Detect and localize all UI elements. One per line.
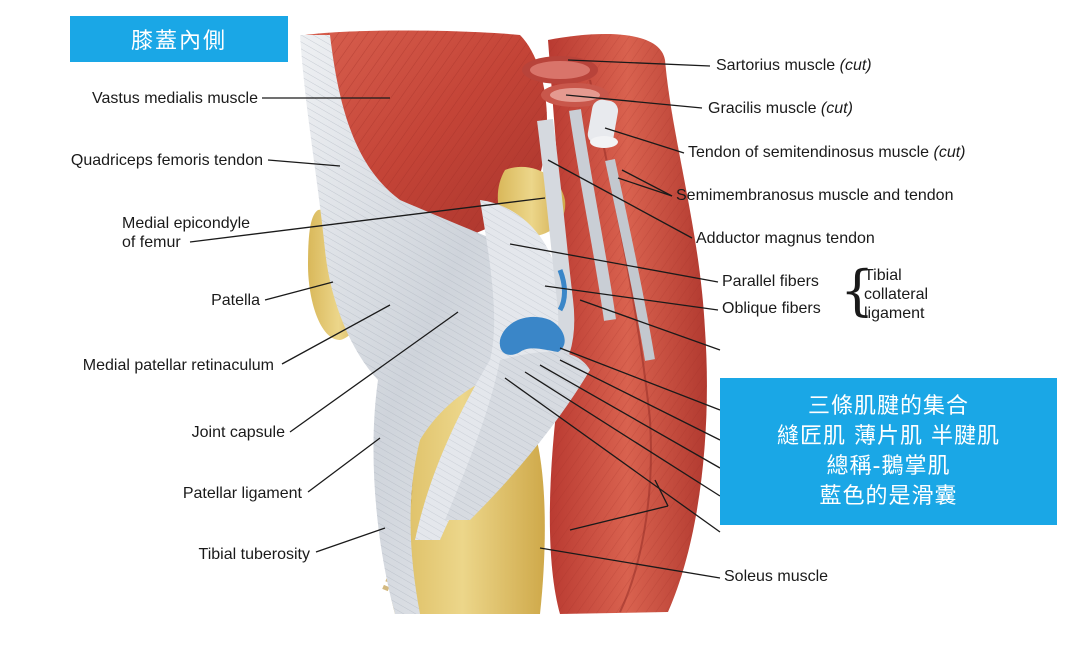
leader-lines-left <box>189 97 546 553</box>
label-of-femur: of femur <box>122 234 181 251</box>
label-semimembranosus: Semimembranosus muscle and tendon <box>676 187 954 204</box>
label-tibial-tuberosity: Tibial tuberosity <box>198 546 310 563</box>
label-collateral: collateral <box>864 286 929 303</box>
brace-icon: { <box>840 259 875 322</box>
note-line: 藍色的是滑囊 <box>819 483 958 509</box>
label-sartorius: Sartorius muscle (cut) <box>716 57 872 74</box>
label-parallel-fibers: Parallel fibers <box>722 273 819 290</box>
label-patellar-ligament: Patellar ligament <box>182 485 302 502</box>
label-medial-patellar-retinaculum: Medial patellar retinaculum <box>82 357 274 374</box>
label-tibial: Tibial <box>864 267 902 284</box>
label-gracilis: Gracilis muscle (cut) <box>708 100 853 117</box>
label-patella: Patella <box>211 292 260 309</box>
page-title: 膝蓋內側 <box>130 29 227 54</box>
note-line: 總稱-鵝掌肌 <box>826 453 951 479</box>
label-vastus-medialis: Vastus medialis muscle <box>92 90 258 107</box>
leader-lines-right <box>504 59 721 579</box>
label-soleus: Soleus muscle <box>724 568 829 585</box>
label-medial-epicondyle: Medial epicondyle <box>122 215 251 232</box>
title-box: 膝蓋內側 <box>70 16 288 62</box>
label-quadriceps-tendon: Quadriceps femoris tendon <box>70 152 263 169</box>
label-semitendinosus-tendon: Tendon of semitendinosus muscle (cut) <box>688 144 966 161</box>
note-line: 縫匠肌 薄片肌 半腱肌 <box>777 423 1000 449</box>
label-ligament: ligament <box>864 305 925 322</box>
label-adductor-magnus-tendon: Adductor magnus tendon <box>696 230 875 247</box>
label-joint-capsule: Joint capsule <box>191 424 285 441</box>
note-box: 三條肌腱的集合 縫匠肌 薄片肌 半腱肌 總稱-鵝掌肌 藍色的是滑囊 <box>720 378 1057 525</box>
label-oblique-fibers: Oblique fibers <box>722 300 821 317</box>
note-line: 三條肌腱的集合 <box>807 393 969 419</box>
